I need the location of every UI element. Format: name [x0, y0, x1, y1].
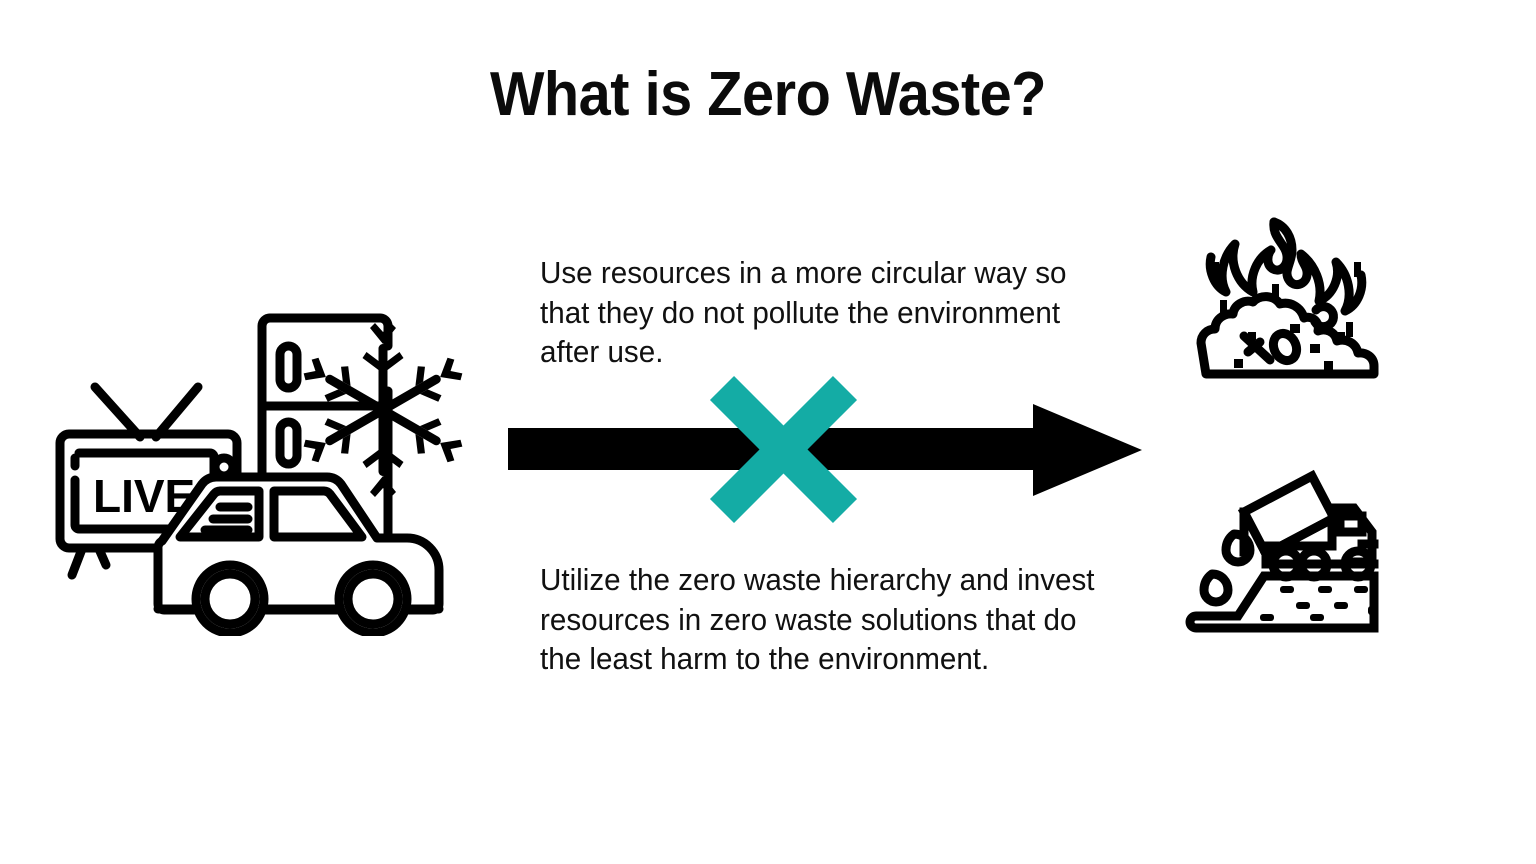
refrigerator-icon	[257, 313, 393, 561]
paragraph-circular-resources: Use resources in a more circular way so …	[540, 255, 1067, 369]
page-title: What is Zero Waste?	[489, 60, 1047, 129]
right-arrow-icon	[508, 404, 1142, 496]
landfill-svg	[1185, 469, 1379, 633]
car-icon	[153, 472, 444, 636]
source-icons-svg: LIVE	[55, 313, 463, 636]
paragraph-zero-waste-hierarchy: Utilize the zero waste hierarchy and inv…	[540, 562, 1095, 676]
source-icon-cluster: LIVE	[52, 306, 472, 636]
landfill-dump-truck-icon	[1182, 466, 1394, 642]
incineration-svg	[1196, 217, 1379, 379]
snowflake-icon	[303, 323, 463, 497]
burning-waste-pile-icon	[1186, 204, 1394, 396]
crossed-arrow-diagram	[500, 375, 1150, 524]
